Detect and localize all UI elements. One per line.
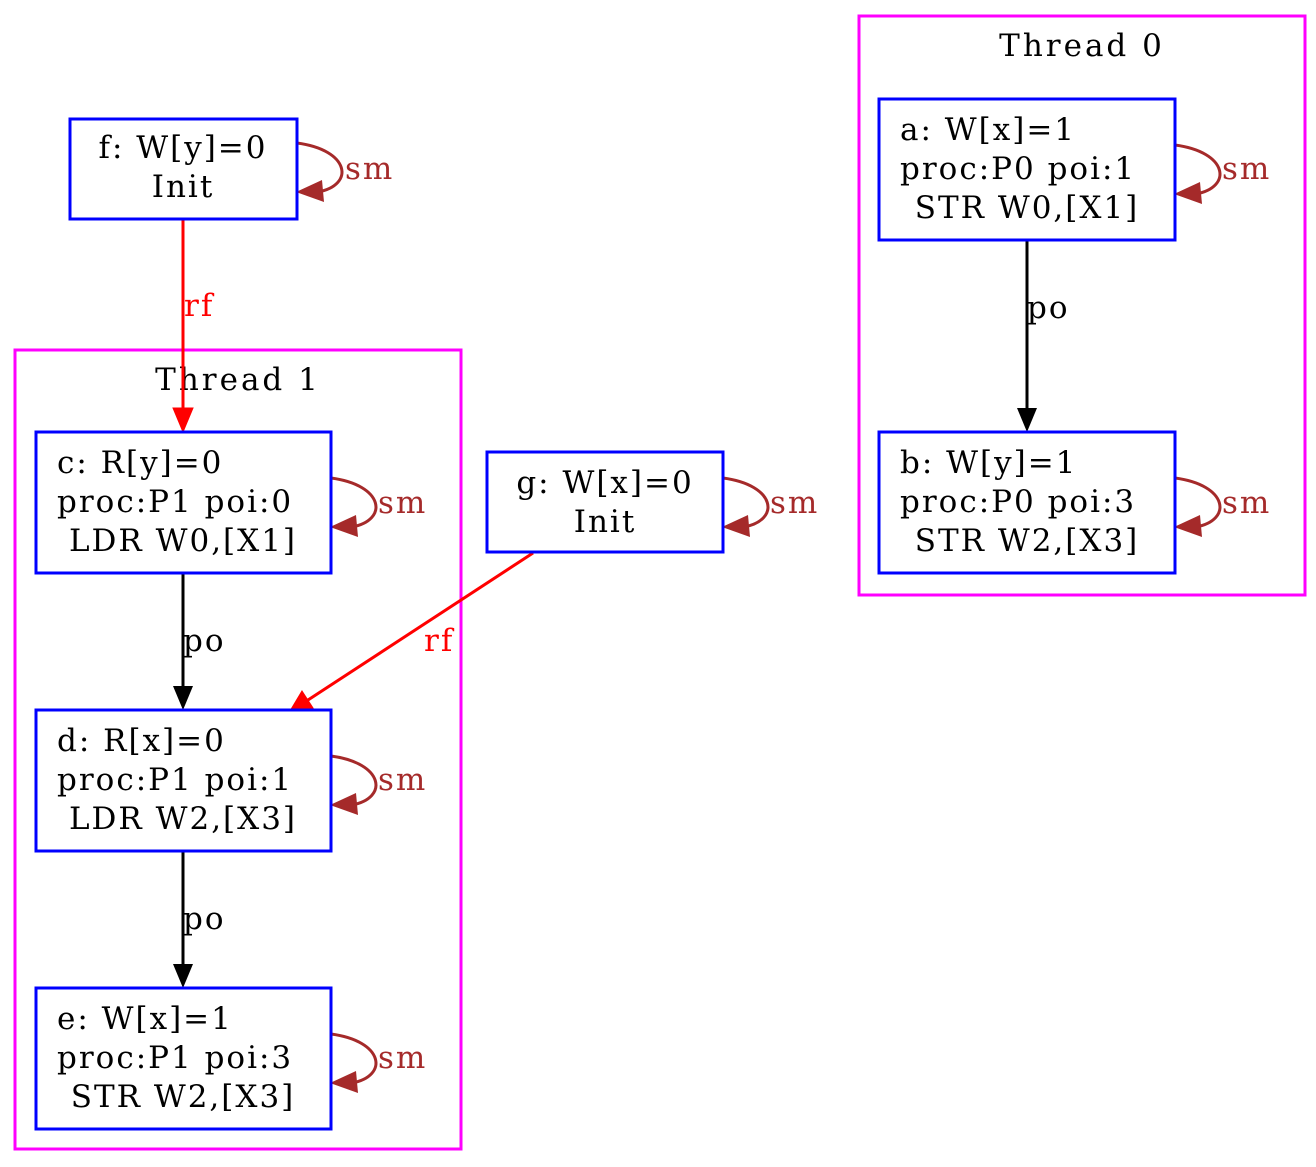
edge-a-b-po: po	[1017, 240, 1070, 432]
node-c: c: R[y]=0 proc:P1 poi:0 LDR W0,[X1]	[34, 430, 333, 575]
node-b-line-3: STR W2,[X3]	[915, 523, 1140, 559]
node-b-line-1: b: W[y]=1	[900, 445, 1077, 481]
node-a-line-1: a: W[x]=1	[900, 112, 1076, 148]
self-loop-c-label: sm	[378, 485, 427, 521]
node-c-line-3: LDR W0,[X1]	[69, 523, 297, 559]
node-c-line-1: c: R[y]=0	[57, 445, 223, 481]
cluster-thread-0: Thread 0	[857, 14, 1307, 597]
node-b: b: W[y]=1 proc:P0 poi:3 STR W2,[X3]	[877, 430, 1177, 575]
edge-a-b-label: po	[1027, 290, 1070, 326]
edge-d-e-po: po	[173, 851, 226, 988]
edge-f-c-rf: rf	[172, 220, 215, 434]
node-d-line-1: d: R[x]=0	[57, 723, 226, 759]
cluster-thread-1-label: Thread 1	[155, 362, 321, 398]
self-loop-g-sm: sm	[722, 476, 819, 537]
node-g: g: W[x]=0 Init	[485, 450, 725, 554]
self-loop-d-sm: sm	[330, 754, 427, 815]
node-b-line-2: proc:P0 poi:3	[900, 484, 1136, 520]
node-c-line-2: proc:P1 poi:0	[57, 484, 293, 520]
node-a-line-3: STR W0,[X1]	[915, 190, 1140, 226]
node-f: f: W[y]=0 Init	[68, 117, 299, 221]
edge-d-e-label: po	[183, 901, 226, 937]
edge-c-d-label: po	[183, 623, 226, 659]
node-g-line-2: Init	[574, 504, 637, 540]
edge-g-d-rf: rf	[289, 551, 534, 712]
node-f-line-2: Init	[152, 169, 215, 205]
self-loop-e-label: sm	[378, 1040, 427, 1076]
node-f-line-1: f: W[y]=0	[98, 130, 267, 166]
self-loop-a-label: sm	[1222, 151, 1271, 187]
node-g-line-1: g: W[x]=0	[516, 465, 693, 501]
node-a-line-2: proc:P0 poi:1	[900, 151, 1136, 187]
node-d: d: R[x]=0 proc:P1 poi:1 LDR W2,[X3]	[34, 708, 333, 853]
self-loop-f-label: sm	[345, 151, 394, 187]
edge-g-d-label: rf	[424, 623, 455, 659]
node-e: e: W[x]=1 proc:P1 poi:3 STR W2,[X3]	[34, 986, 333, 1131]
node-d-line-2: proc:P1 poi:1	[57, 762, 293, 798]
self-loop-b-label: sm	[1222, 485, 1271, 521]
node-e-line-3: STR W2,[X3]	[71, 1079, 296, 1115]
self-loop-b-sm: sm	[1174, 476, 1271, 537]
edge-f-c-label: rf	[184, 288, 215, 324]
self-loop-g-label: sm	[770, 485, 819, 521]
node-e-line-2: proc:P1 poi:3	[57, 1040, 293, 1076]
self-loop-a-sm: sm	[1174, 143, 1271, 204]
node-e-line-1: e: W[x]=1	[57, 1001, 233, 1037]
cluster-thread-0-label: Thread 0	[999, 28, 1165, 64]
self-loop-d-label: sm	[378, 762, 427, 798]
node-a: a: W[x]=1 proc:P0 poi:1 STR W0,[X1]	[877, 97, 1177, 242]
self-loop-f-sm: sm	[296, 141, 394, 202]
self-loop-e-sm: sm	[330, 1032, 427, 1093]
self-loop-c-sm: sm	[330, 476, 427, 537]
node-d-line-3: LDR W2,[X3]	[69, 801, 297, 837]
edge-c-d-po: po	[173, 573, 226, 710]
